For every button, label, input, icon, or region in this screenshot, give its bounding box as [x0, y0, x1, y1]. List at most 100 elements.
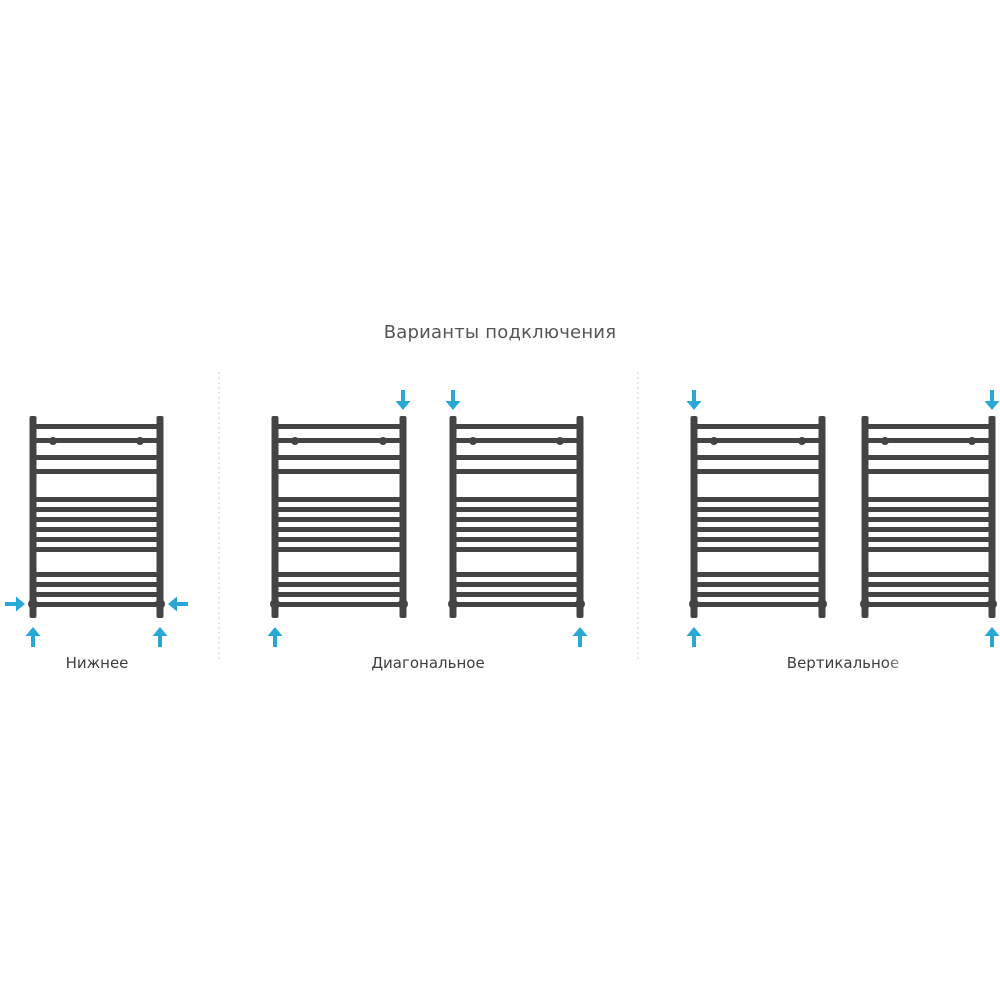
- rail-bar: [694, 469, 822, 474]
- arrow-icon: [686, 390, 702, 410]
- rail-bar: [275, 438, 403, 443]
- rail-bar: [33, 497, 160, 502]
- rail-bar: [33, 507, 160, 512]
- towel-rail-icon: [448, 416, 585, 618]
- rail-bar: [865, 455, 992, 460]
- caption-diagonal-connection: Диагональное: [371, 654, 485, 672]
- rail-bar: [275, 527, 403, 532]
- rail-bar: [33, 527, 160, 532]
- rail-bar: [694, 507, 822, 512]
- arrow-shaft: [692, 390, 696, 402]
- rail-bar: [33, 582, 160, 587]
- mount-dot: [968, 437, 976, 445]
- arrow-shaft: [5, 602, 17, 606]
- arrow-icon: [5, 596, 25, 612]
- rail-bar: [694, 602, 822, 607]
- arrow-shaft: [990, 635, 994, 647]
- mount-dot: [881, 437, 889, 445]
- arrow-head: [984, 627, 1000, 636]
- arrow-head: [395, 401, 411, 410]
- rail-bar: [694, 592, 822, 597]
- rail-bar: [275, 547, 403, 552]
- arrow-shaft: [401, 390, 405, 402]
- towel-rail-icon: [860, 416, 997, 618]
- rail-bar: [865, 592, 992, 597]
- rail-bar: [865, 424, 992, 429]
- mount-dot: [469, 437, 477, 445]
- arrow-icon: [572, 627, 588, 647]
- mount-dot: [556, 437, 564, 445]
- rail-bar: [275, 537, 403, 542]
- rail-bar: [453, 527, 580, 532]
- rail-bar: [453, 547, 580, 552]
- arrow-icon: [686, 627, 702, 647]
- arrow-head: [168, 596, 177, 612]
- arrow-head: [686, 627, 702, 636]
- rail-bar: [453, 424, 580, 429]
- caption-bottom-connection: Нижнее: [65, 654, 129, 672]
- arrow-head: [445, 401, 461, 410]
- rail-bar: [865, 537, 992, 542]
- mount-dot: [710, 437, 718, 445]
- rail-bar: [694, 572, 822, 577]
- towel-rail-icon: [689, 416, 827, 618]
- rail-bar: [694, 547, 822, 552]
- connection-nub: [270, 599, 280, 609]
- arrow-icon: [445, 390, 461, 410]
- arrow-icon: [152, 627, 168, 647]
- rail-bar: [275, 582, 403, 587]
- connection-nub: [575, 599, 585, 609]
- rail-bar: [865, 438, 992, 443]
- arrow-icon: [984, 627, 1000, 647]
- mount-dot: [798, 437, 806, 445]
- edge-fade: [886, 650, 926, 674]
- rail-bar: [275, 424, 403, 429]
- diagram-title: Варианты подключения: [383, 322, 617, 343]
- rail-bar: [453, 602, 580, 607]
- mount-dot: [136, 437, 144, 445]
- rail-bar: [865, 527, 992, 532]
- rail-bar: [865, 572, 992, 577]
- rail-bar: [865, 517, 992, 522]
- rail-bar: [33, 547, 160, 552]
- rail-bar: [865, 582, 992, 587]
- connection-nub: [987, 599, 997, 609]
- rail-bar: [865, 507, 992, 512]
- rail-bar: [453, 592, 580, 597]
- rail-bar: [865, 602, 992, 607]
- arrow-shaft: [158, 635, 162, 647]
- connection-nub: [860, 599, 870, 609]
- arrow-shaft: [176, 602, 188, 606]
- rail-bar: [694, 537, 822, 542]
- arrow-shaft: [31, 635, 35, 647]
- rail-bar: [865, 547, 992, 552]
- arrow-shaft: [451, 390, 455, 402]
- arrow-head: [152, 627, 168, 636]
- rail-bar: [275, 572, 403, 577]
- arrow-head: [267, 627, 283, 636]
- rail-bar: [694, 424, 822, 429]
- rail-bar: [453, 572, 580, 577]
- connection-nub: [448, 599, 458, 609]
- arrow-head: [16, 596, 25, 612]
- towel-rail-icon: [28, 416, 165, 618]
- arrow-icon: [395, 390, 411, 410]
- rail-bar: [33, 455, 160, 460]
- rail-bar: [33, 424, 160, 429]
- rail-bar: [275, 517, 403, 522]
- rail-bar: [453, 517, 580, 522]
- rail-bar: [275, 497, 403, 502]
- arrow-icon: [984, 390, 1000, 410]
- mount-dot: [291, 437, 299, 445]
- connection-nub: [689, 599, 699, 609]
- rail-bar: [275, 455, 403, 460]
- rail-bar: [33, 572, 160, 577]
- towel-rail-icon: [270, 416, 408, 618]
- rail-bar: [275, 602, 403, 607]
- arrow-icon: [267, 627, 283, 647]
- arrow-head: [686, 401, 702, 410]
- connection-nub: [817, 599, 827, 609]
- rail-bar: [453, 537, 580, 542]
